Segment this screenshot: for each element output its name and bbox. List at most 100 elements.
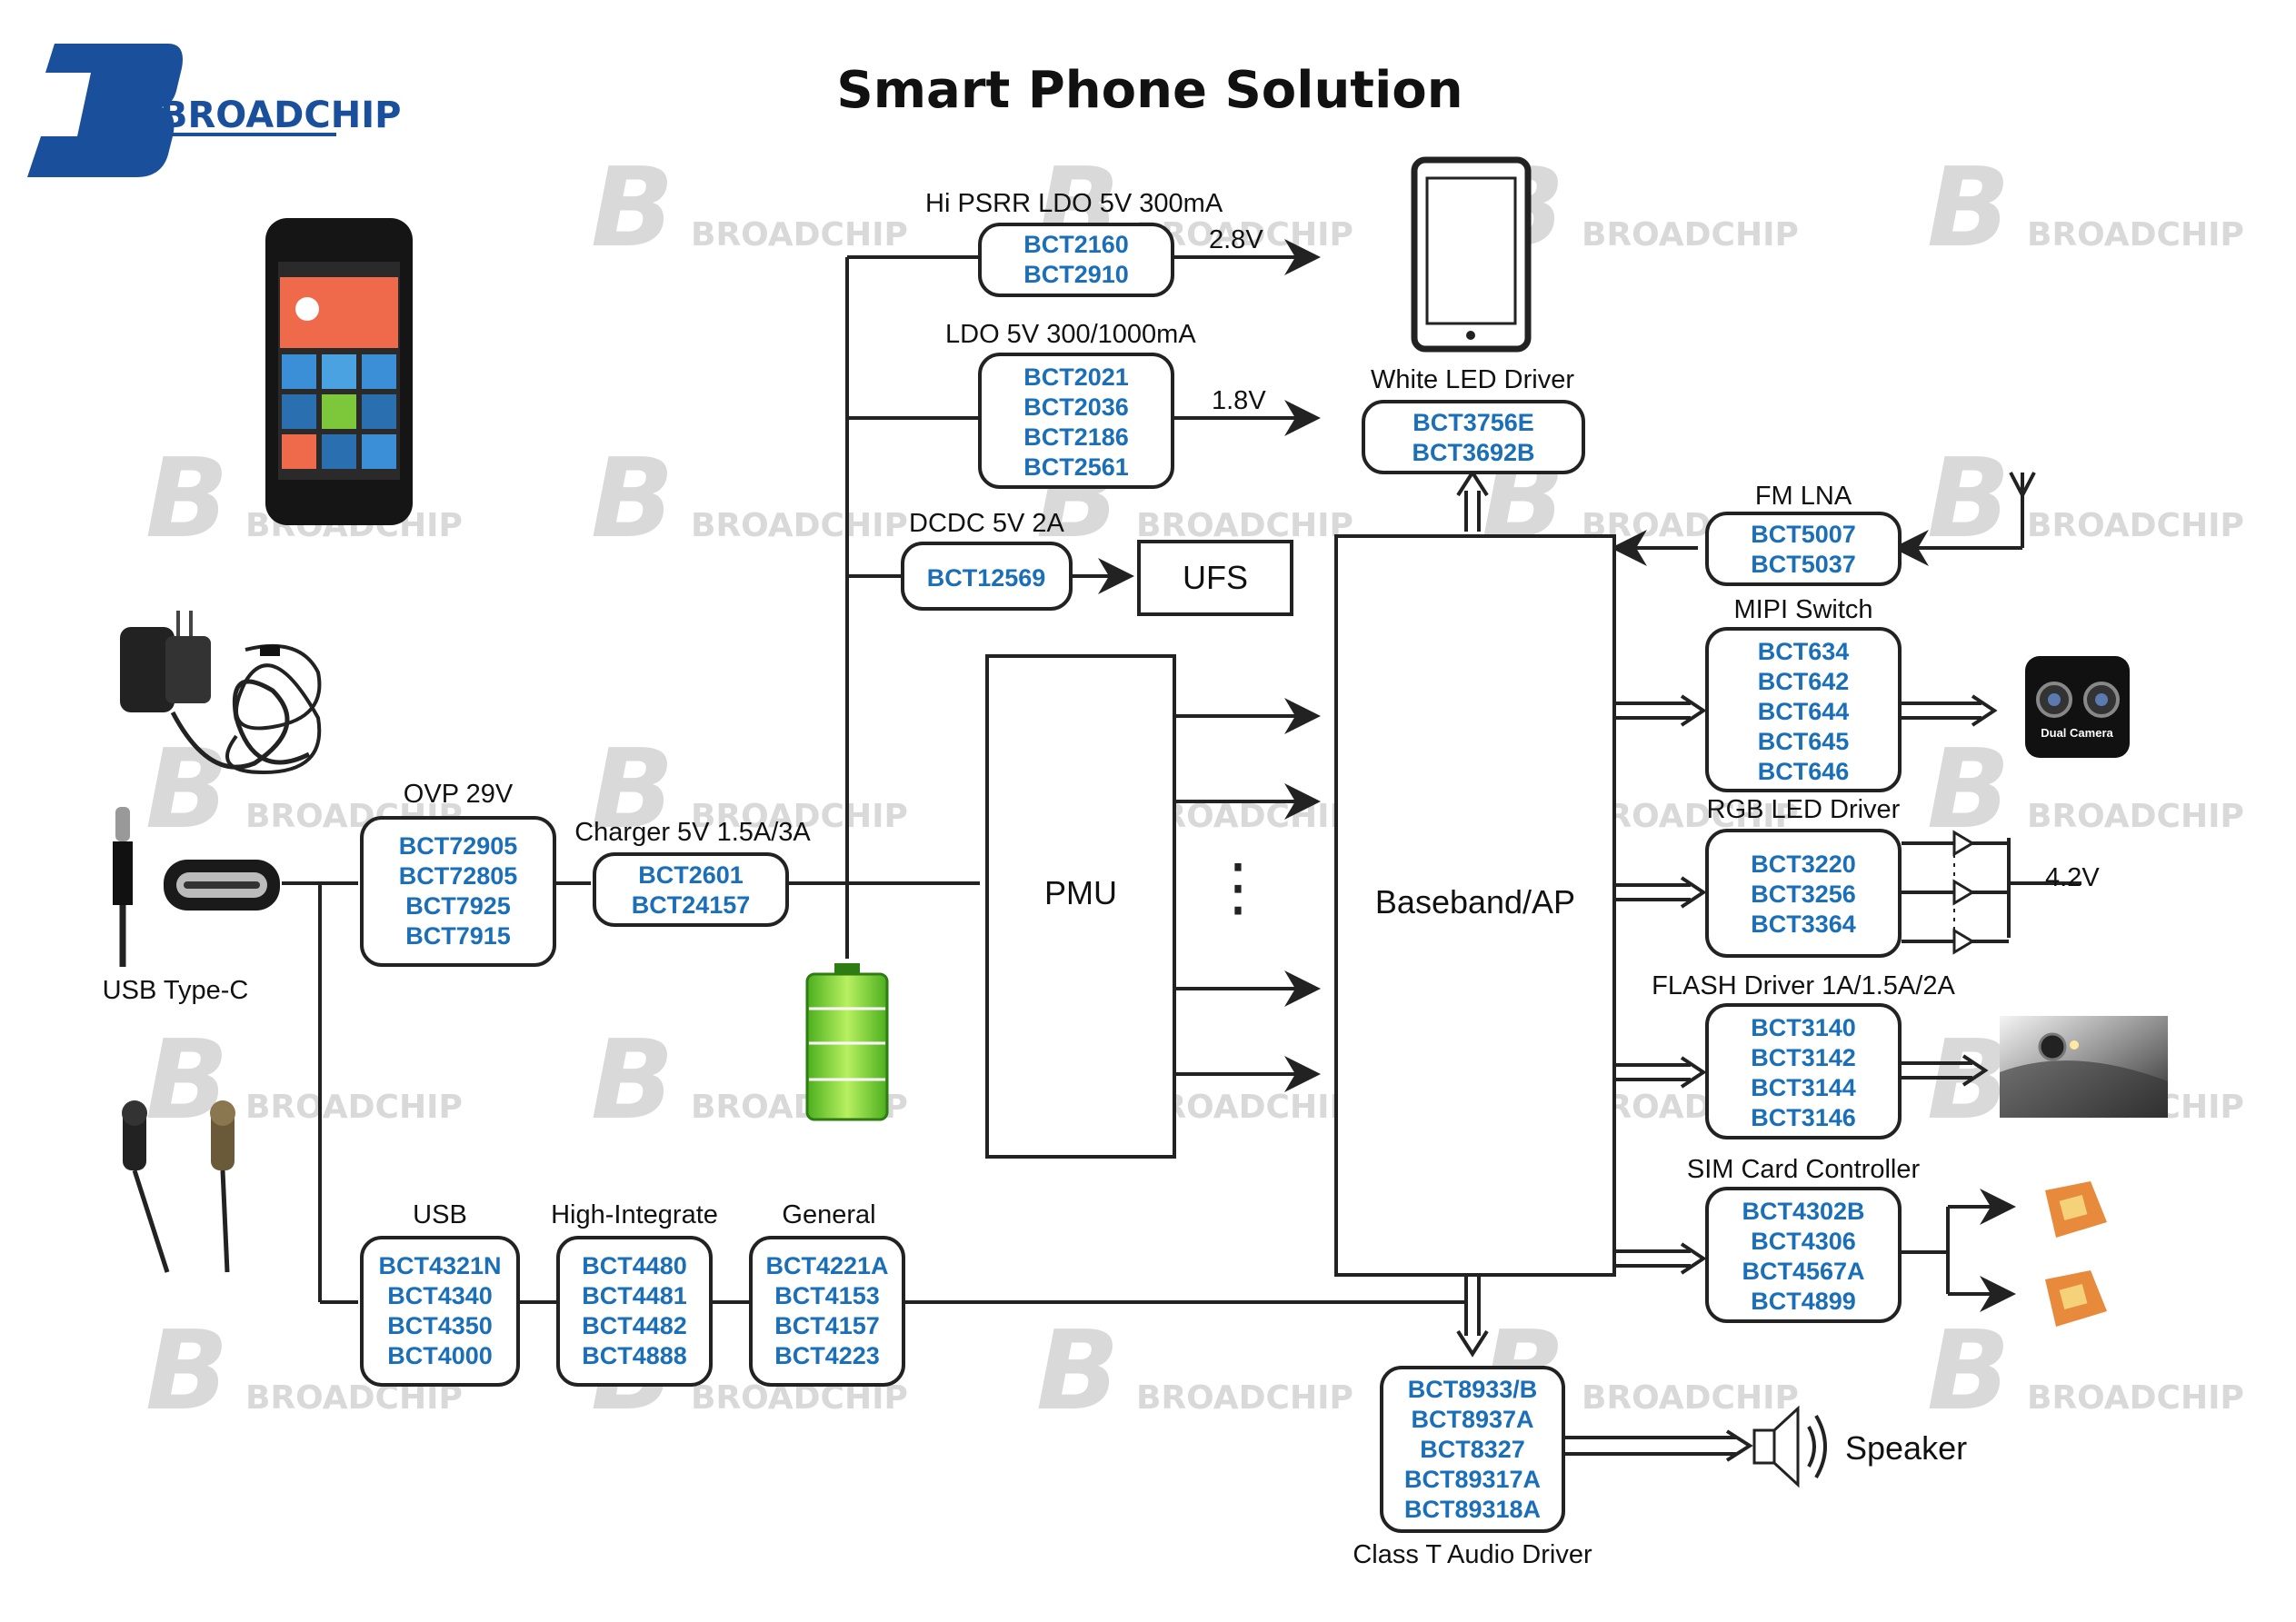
part-number: BCT3256 bbox=[1751, 881, 1856, 908]
page-title: Smart Phone Solution bbox=[836, 61, 1462, 120]
svg-text:B: B bbox=[1036, 1309, 1119, 1435]
ovp-label: OVP 29V bbox=[404, 780, 514, 809]
charger-block bbox=[593, 852, 789, 927]
part-number: BCT89317A bbox=[1404, 1466, 1541, 1493]
part-number: BCT3146 bbox=[1751, 1104, 1856, 1131]
part-number: BCT4350 bbox=[387, 1312, 493, 1339]
tablet-icon bbox=[1411, 156, 1532, 353]
part-number: BCT645 bbox=[1758, 728, 1850, 755]
part-number: BCT4481 bbox=[582, 1282, 687, 1309]
dual-camera-icon: Dual Camera bbox=[2025, 656, 2130, 758]
part-number: BCT2561 bbox=[1023, 453, 1129, 481]
rgb-label: RGB LED Driver bbox=[1707, 795, 1901, 824]
charger-label: Charger 5V 1.5A/3A bbox=[574, 818, 811, 847]
svg-text:Dual Camera: Dual Camera bbox=[2041, 726, 2113, 740]
svg-text:B: B bbox=[591, 145, 674, 272]
svg-text:B: B bbox=[1927, 436, 2010, 562]
part-number: BCT4302B bbox=[1742, 1198, 1864, 1225]
hipsrr-output: 2.8V bbox=[1209, 225, 1263, 254]
usb-type-c-plug bbox=[113, 807, 133, 967]
bus-arrowhead bbox=[1680, 876, 1707, 909]
svg-text:B: B bbox=[145, 436, 228, 562]
part-number: BCT89318A bbox=[1404, 1496, 1541, 1523]
part-number: BCT72905 bbox=[399, 832, 518, 860]
part-number: BCT3364 bbox=[1751, 911, 1856, 938]
flash-block bbox=[1705, 1003, 1902, 1139]
part-number: BCT2601 bbox=[638, 861, 744, 889]
part-number: BCT4480 bbox=[582, 1252, 687, 1279]
part-number: BCT642 bbox=[1758, 668, 1850, 695]
high-integrate-label: High-Integrate bbox=[551, 1200, 718, 1229]
hipsrr-label: Hi PSRR LDO 5V 300mA bbox=[925, 189, 1223, 218]
antenna-icon bbox=[2009, 472, 2036, 509]
fm-lna-block bbox=[1705, 512, 1902, 586]
general-label: General bbox=[782, 1200, 875, 1229]
part-number: BCT7925 bbox=[405, 892, 511, 920]
sim-block bbox=[1705, 1187, 1902, 1323]
part-number: BCT72805 bbox=[399, 862, 518, 890]
white-led-parts: BCT3756E BCT3692B bbox=[1412, 409, 1534, 466]
svg-text:BROADCHIP: BROADCHIP bbox=[245, 1089, 463, 1126]
part-number: BCT4482 bbox=[582, 1312, 687, 1339]
svg-text:B: B bbox=[145, 727, 228, 853]
broadchip-logo: BROADCHIP bbox=[27, 44, 401, 177]
part-number: BCT5007 bbox=[1751, 521, 1856, 548]
pmu-block bbox=[985, 654, 1176, 1159]
part-number: BCT8933/B bbox=[1408, 1376, 1538, 1403]
ovp-block bbox=[360, 816, 556, 967]
part-number: BCT8327 bbox=[1420, 1436, 1525, 1463]
svg-text:BROADCHIP: BROADCHIP bbox=[2027, 798, 2244, 835]
bus-arrowhead bbox=[1680, 694, 1707, 727]
svg-text:B: B bbox=[591, 727, 674, 853]
part-number: BCT3144 bbox=[1751, 1074, 1856, 1101]
svg-text:BROADCHIP: BROADCHIP bbox=[160, 95, 401, 136]
part-number: BCT4340 bbox=[387, 1282, 493, 1309]
usb-c-port-icon bbox=[164, 860, 280, 911]
mipi-block bbox=[1705, 627, 1902, 792]
svg-text:B: B bbox=[1927, 1309, 2010, 1435]
svg-text:BROADCHIP: BROADCHIP bbox=[2027, 1379, 2244, 1417]
dcdc-parts: BCT12569 bbox=[927, 564, 1046, 592]
part-number: BCT646 bbox=[1758, 758, 1850, 785]
flash-phone-icon bbox=[2000, 1016, 2168, 1118]
pmu-more-outputs: ⋮ bbox=[1206, 850, 1270, 924]
part-number: BCT3692B bbox=[1412, 439, 1534, 466]
bus-arrowhead bbox=[1962, 1054, 1989, 1087]
svg-text:BROADCHIP: BROADCHIP bbox=[1582, 216, 1799, 254]
part-number: BCT3756E bbox=[1413, 409, 1534, 436]
part-number: BCT4567A bbox=[1742, 1258, 1864, 1285]
baseband-block bbox=[1334, 534, 1616, 1277]
svg-text:B: B bbox=[1927, 727, 2010, 853]
usb-label: USB bbox=[413, 1200, 467, 1229]
svg-text:BROADCHIP: BROADCHIP bbox=[691, 216, 908, 254]
ufs-label: UFS bbox=[1183, 559, 1248, 596]
part-number: BCT2186 bbox=[1023, 423, 1129, 451]
dcdc-label: DCDC 5V 2A bbox=[909, 509, 1064, 538]
dcdc-block bbox=[901, 542, 1073, 611]
fm-lna-label: FM LNA bbox=[1755, 482, 1852, 511]
speaker-icon bbox=[1752, 1405, 1827, 1488]
part-number: BCT4157 bbox=[774, 1312, 880, 1339]
white-led-label: White LED Driver bbox=[1371, 365, 1574, 394]
ldo-label: LDO 5V 300/1000mA bbox=[945, 320, 1196, 349]
bus-arrowhead bbox=[1971, 694, 1998, 727]
part-number: BCT12569 bbox=[927, 564, 1046, 592]
part-number: BCT24157 bbox=[632, 891, 751, 919]
svg-text:B: B bbox=[591, 1018, 674, 1144]
usb-type-c-label: USB Type-C bbox=[103, 976, 249, 1005]
svg-text:BROADCHIP: BROADCHIP bbox=[691, 798, 908, 835]
part-number: BCT7915 bbox=[405, 922, 511, 950]
part-number: BCT3142 bbox=[1751, 1044, 1856, 1071]
led-diode-icon bbox=[1902, 830, 2009, 955]
sim-label: SIM Card Controller bbox=[1687, 1155, 1921, 1184]
